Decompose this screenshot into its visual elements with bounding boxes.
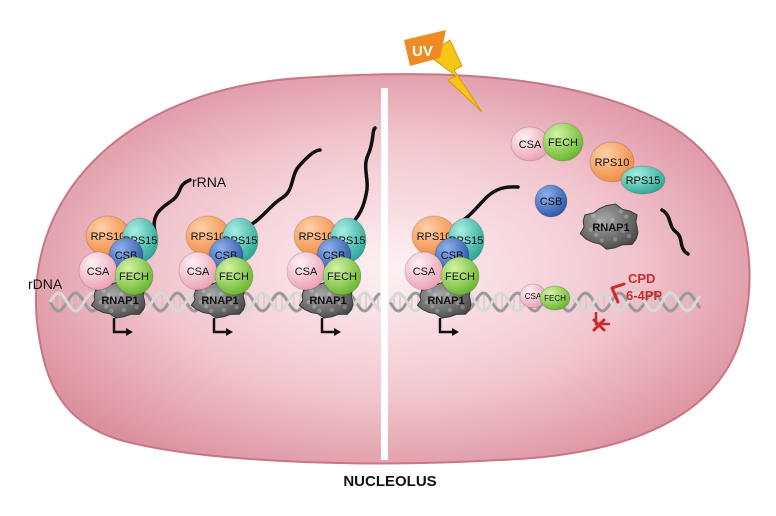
rps10-protein-free: RPS10 (589, 141, 635, 183)
csa-protein-label: CSA (295, 266, 318, 278)
fech-protein-label: FECH (119, 271, 149, 283)
fech-protein: FECH (322, 256, 362, 296)
csa-protein-label: CSA (87, 266, 110, 278)
rnap1-label: RNAP1 (427, 295, 464, 307)
nucleolus-title: NUCLEOLUS (343, 473, 436, 490)
nucleolus-body (34, 73, 751, 465)
rps15-protein-free-label: RPS15 (626, 175, 661, 187)
fech-protein-label: FECH (445, 271, 475, 283)
csa-protein-free-label: CSA (519, 139, 542, 151)
csa-protein: CSA (78, 251, 118, 291)
rdna-label: rDNA (28, 276, 63, 292)
fech-protein-dna-label: FECH (544, 294, 566, 303)
rrna-strand-1 (152, 178, 192, 234)
fech-protein: FECH (440, 256, 480, 296)
fech-protein-free: FECH (542, 122, 584, 162)
rps10-protein-label: RPS10 (91, 231, 126, 243)
rps10-protein-label: RPS10 (417, 231, 452, 243)
csa-protein: CSA (404, 251, 444, 291)
fech-protein-label: FECH (219, 271, 249, 283)
rnap1-enzyme: RNAP1 (579, 203, 639, 250)
rnap1-label: RNAP1 (592, 222, 629, 234)
rnap1-label: RNAP1 (309, 295, 346, 307)
promoter-arrow-icon (112, 318, 133, 336)
csa-protein: CSA (286, 251, 326, 291)
uv-label: UV (412, 43, 433, 60)
uv-lightning-icon: UV (404, 30, 483, 113)
promoter-arrow-icon (212, 318, 233, 336)
rrna-label: rRNA (192, 174, 227, 190)
rps10-protein-label: RPS10 (299, 231, 334, 243)
csb-protein-free: CSB (534, 184, 568, 218)
rnap1-label: RNAP1 (101, 295, 138, 307)
blocked-transcription-icon (592, 312, 610, 332)
rps15-protein-free: RPS15 (620, 165, 666, 195)
divider-line (381, 88, 388, 460)
rrna-strand-2 (243, 148, 322, 230)
fech-protein-free-label: FECH (548, 137, 578, 149)
fech-protein: FECH (114, 256, 154, 296)
rnap1-enzyme: RNAP1 (416, 280, 472, 319)
rnap1-label: RNAP1 (201, 295, 238, 307)
csa-protein-dna-label: CSA (525, 292, 542, 301)
fech-protein-label: FECH (327, 271, 357, 283)
rps10-protein-label: RPS10 (191, 231, 226, 243)
promoter-arrow-icon (320, 318, 341, 336)
rps10-protein-free-label: RPS10 (595, 157, 630, 169)
rrna-fragment (660, 208, 690, 256)
csa-protein: CSA (178, 251, 218, 291)
rrna-strand-4 (453, 185, 520, 227)
csa-protein-label: CSA (187, 266, 210, 278)
csb-protein-free-label: CSB (540, 196, 563, 208)
fech-protein: FECH (214, 256, 254, 296)
pp64-label: 6-4PP (626, 288, 662, 303)
dna-lesion: CPD 6-4PP (610, 271, 662, 304)
csa-protein-label: CSA (413, 266, 436, 278)
promoter-arrow-icon (438, 318, 459, 336)
fech-protein-dna: FECH (539, 285, 571, 311)
cpd-label: CPD (628, 271, 655, 286)
rrna-strand-3 (343, 126, 377, 230)
